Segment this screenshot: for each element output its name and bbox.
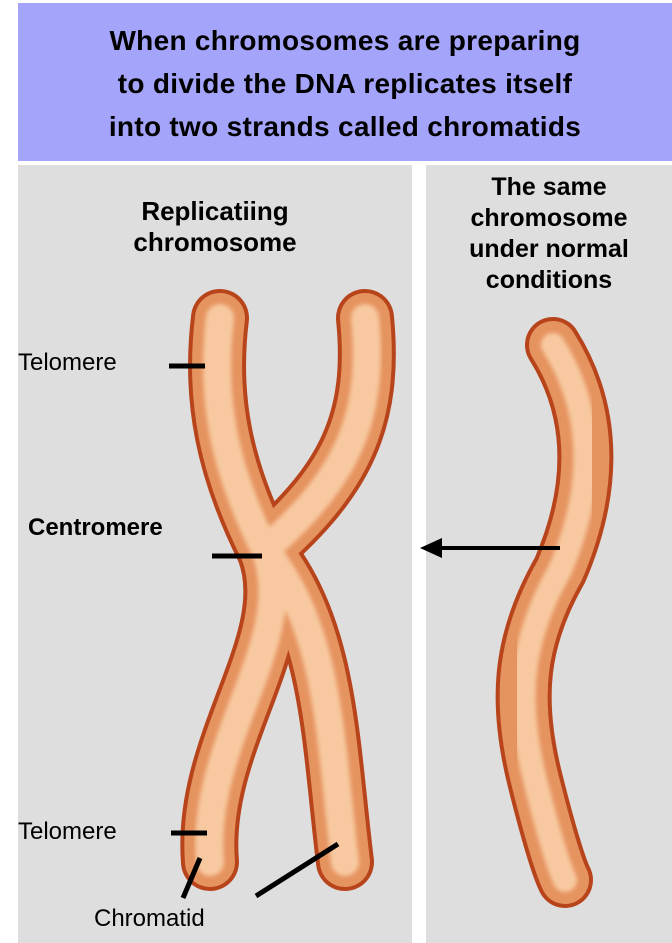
telomere-bottom-label: Telomere — [18, 818, 117, 846]
telomere-top-label: Telomere — [18, 349, 117, 377]
centromere-label: Centromere — [28, 514, 163, 542]
replicating-chromosome-shape — [209, 318, 367, 862]
normal-chromosome-shape — [524, 345, 586, 880]
chromatid-label: Chromatid — [94, 905, 205, 933]
